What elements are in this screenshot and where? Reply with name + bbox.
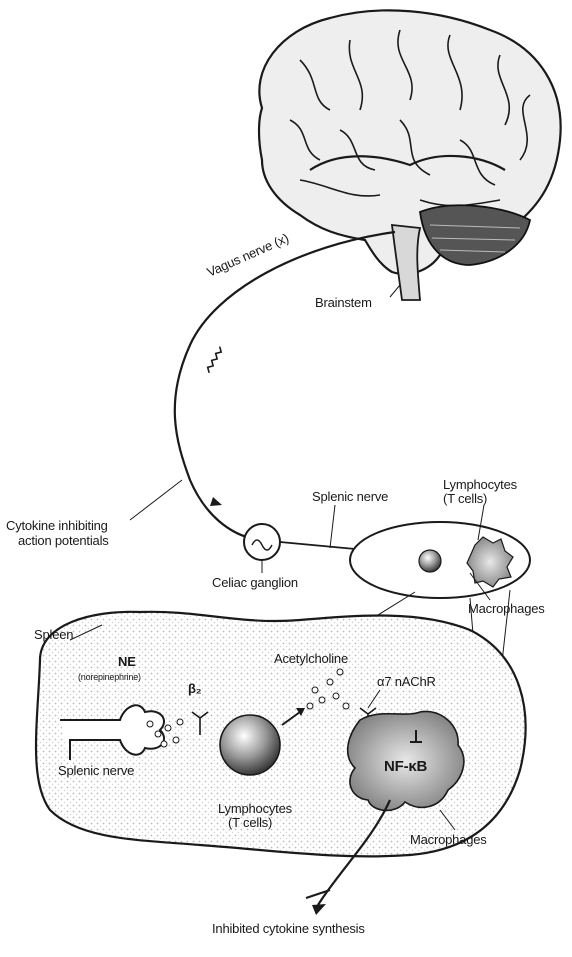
inhibited-cytokine-label: Inhibited cytokine synthesis (212, 922, 365, 936)
celiac-ganglion (244, 524, 280, 573)
lymphocytes-bottom-label-line2: (T cells) (228, 816, 272, 830)
cytokine-label-line1: Cytokine inhibiting (6, 519, 108, 533)
acetylcholine-label: Acetylcholine (274, 652, 348, 666)
lymphocytes-bottom-label-line1: Lymphocytes (218, 802, 292, 816)
brainstem-label: Brainstem (315, 296, 372, 310)
splenic-nerve-top-label: Splenic nerve (312, 490, 388, 504)
cytokine-label-line2: action potentials (18, 534, 109, 548)
beta2-label: β₂ (188, 682, 201, 696)
nfkb-label: NF-κB (384, 760, 427, 774)
inset-oval (350, 505, 530, 600)
brain (259, 10, 561, 300)
lymphocytes-top-label-line1: Lymphocytes (443, 478, 517, 492)
a7nachr-label: α7 nAChR (377, 675, 436, 689)
norepinephrine-label: (norepinephrine) (78, 672, 141, 682)
splenic-nerve-bottom-label: Splenic nerve (58, 764, 134, 778)
ne-label: NE (118, 655, 136, 669)
macrophages-top-label: Macrophages (468, 602, 545, 616)
lymphocyte-cell (220, 715, 280, 775)
lymphocytes-top-label-line2: (T cells) (443, 492, 487, 506)
macrophages-bottom-label: Macrophages (410, 833, 487, 847)
spleen-label: Spleen (34, 628, 73, 642)
celiac-ganglion-label: Celiac ganglion (212, 576, 298, 590)
